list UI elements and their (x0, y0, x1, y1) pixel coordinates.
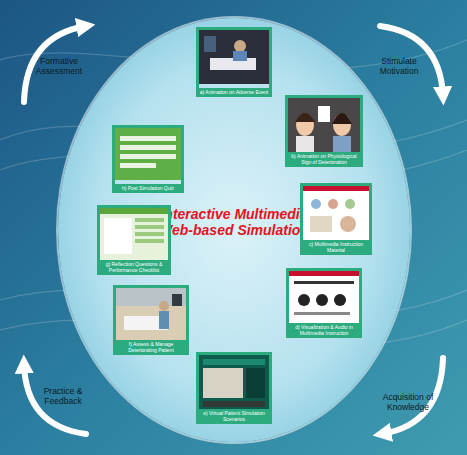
panel-caption: a) Animation on Adverse Event (198, 88, 270, 95)
cycle-stage-label: Acquisition of Knowledge (372, 392, 444, 412)
panel-caption: d) Visualization & Audio in Multimedia I… (288, 323, 360, 336)
panel-caption: e) Virtual Patient Simulation Scenarios (198, 409, 270, 422)
cycle-stage-label: Formative Assessment (28, 56, 90, 76)
panel-caption: b) Animation on Physiological Sign of De… (287, 152, 361, 165)
screenshot-panel: f) Assess & Manage Deteriorating Patient (113, 285, 189, 355)
panel-caption: h) Post Simulation Quiz (114, 184, 182, 191)
screenshot-panel: g) Reflection Questions & Performance Ch… (97, 205, 171, 275)
cycle-stage-label: Stimulate Motivation (368, 56, 430, 76)
center-title: Interactive Multimedia Web-based Simulat… (149, 206, 319, 238)
screenshot-panel: d) Visualization & Audio in Multimedia I… (286, 268, 362, 338)
panel-caption: f) Assess & Manage Deteriorating Patient (115, 340, 187, 353)
screenshot-panel: a) Animation on Adverse Event (196, 27, 272, 97)
panel-caption: g) Reflection Questions & Performance Ch… (99, 260, 169, 273)
screenshot-panel: h) Post Simulation Quiz (112, 125, 184, 193)
simulation-ellipse: Interactive Multimedia Web-based Simulat… (58, 18, 410, 442)
screenshot-panel: b) Animation on Physiological Sign of De… (285, 95, 363, 167)
cycle-stage-label: Practice & Feedback (30, 386, 96, 406)
panel-caption: c) Multimedia Instruction Material (302, 240, 370, 253)
screenshot-panel: c) Multimedia Instruction Material (300, 183, 372, 255)
screenshot-panel: e) Virtual Patient Simulation Scenarios (196, 352, 272, 424)
